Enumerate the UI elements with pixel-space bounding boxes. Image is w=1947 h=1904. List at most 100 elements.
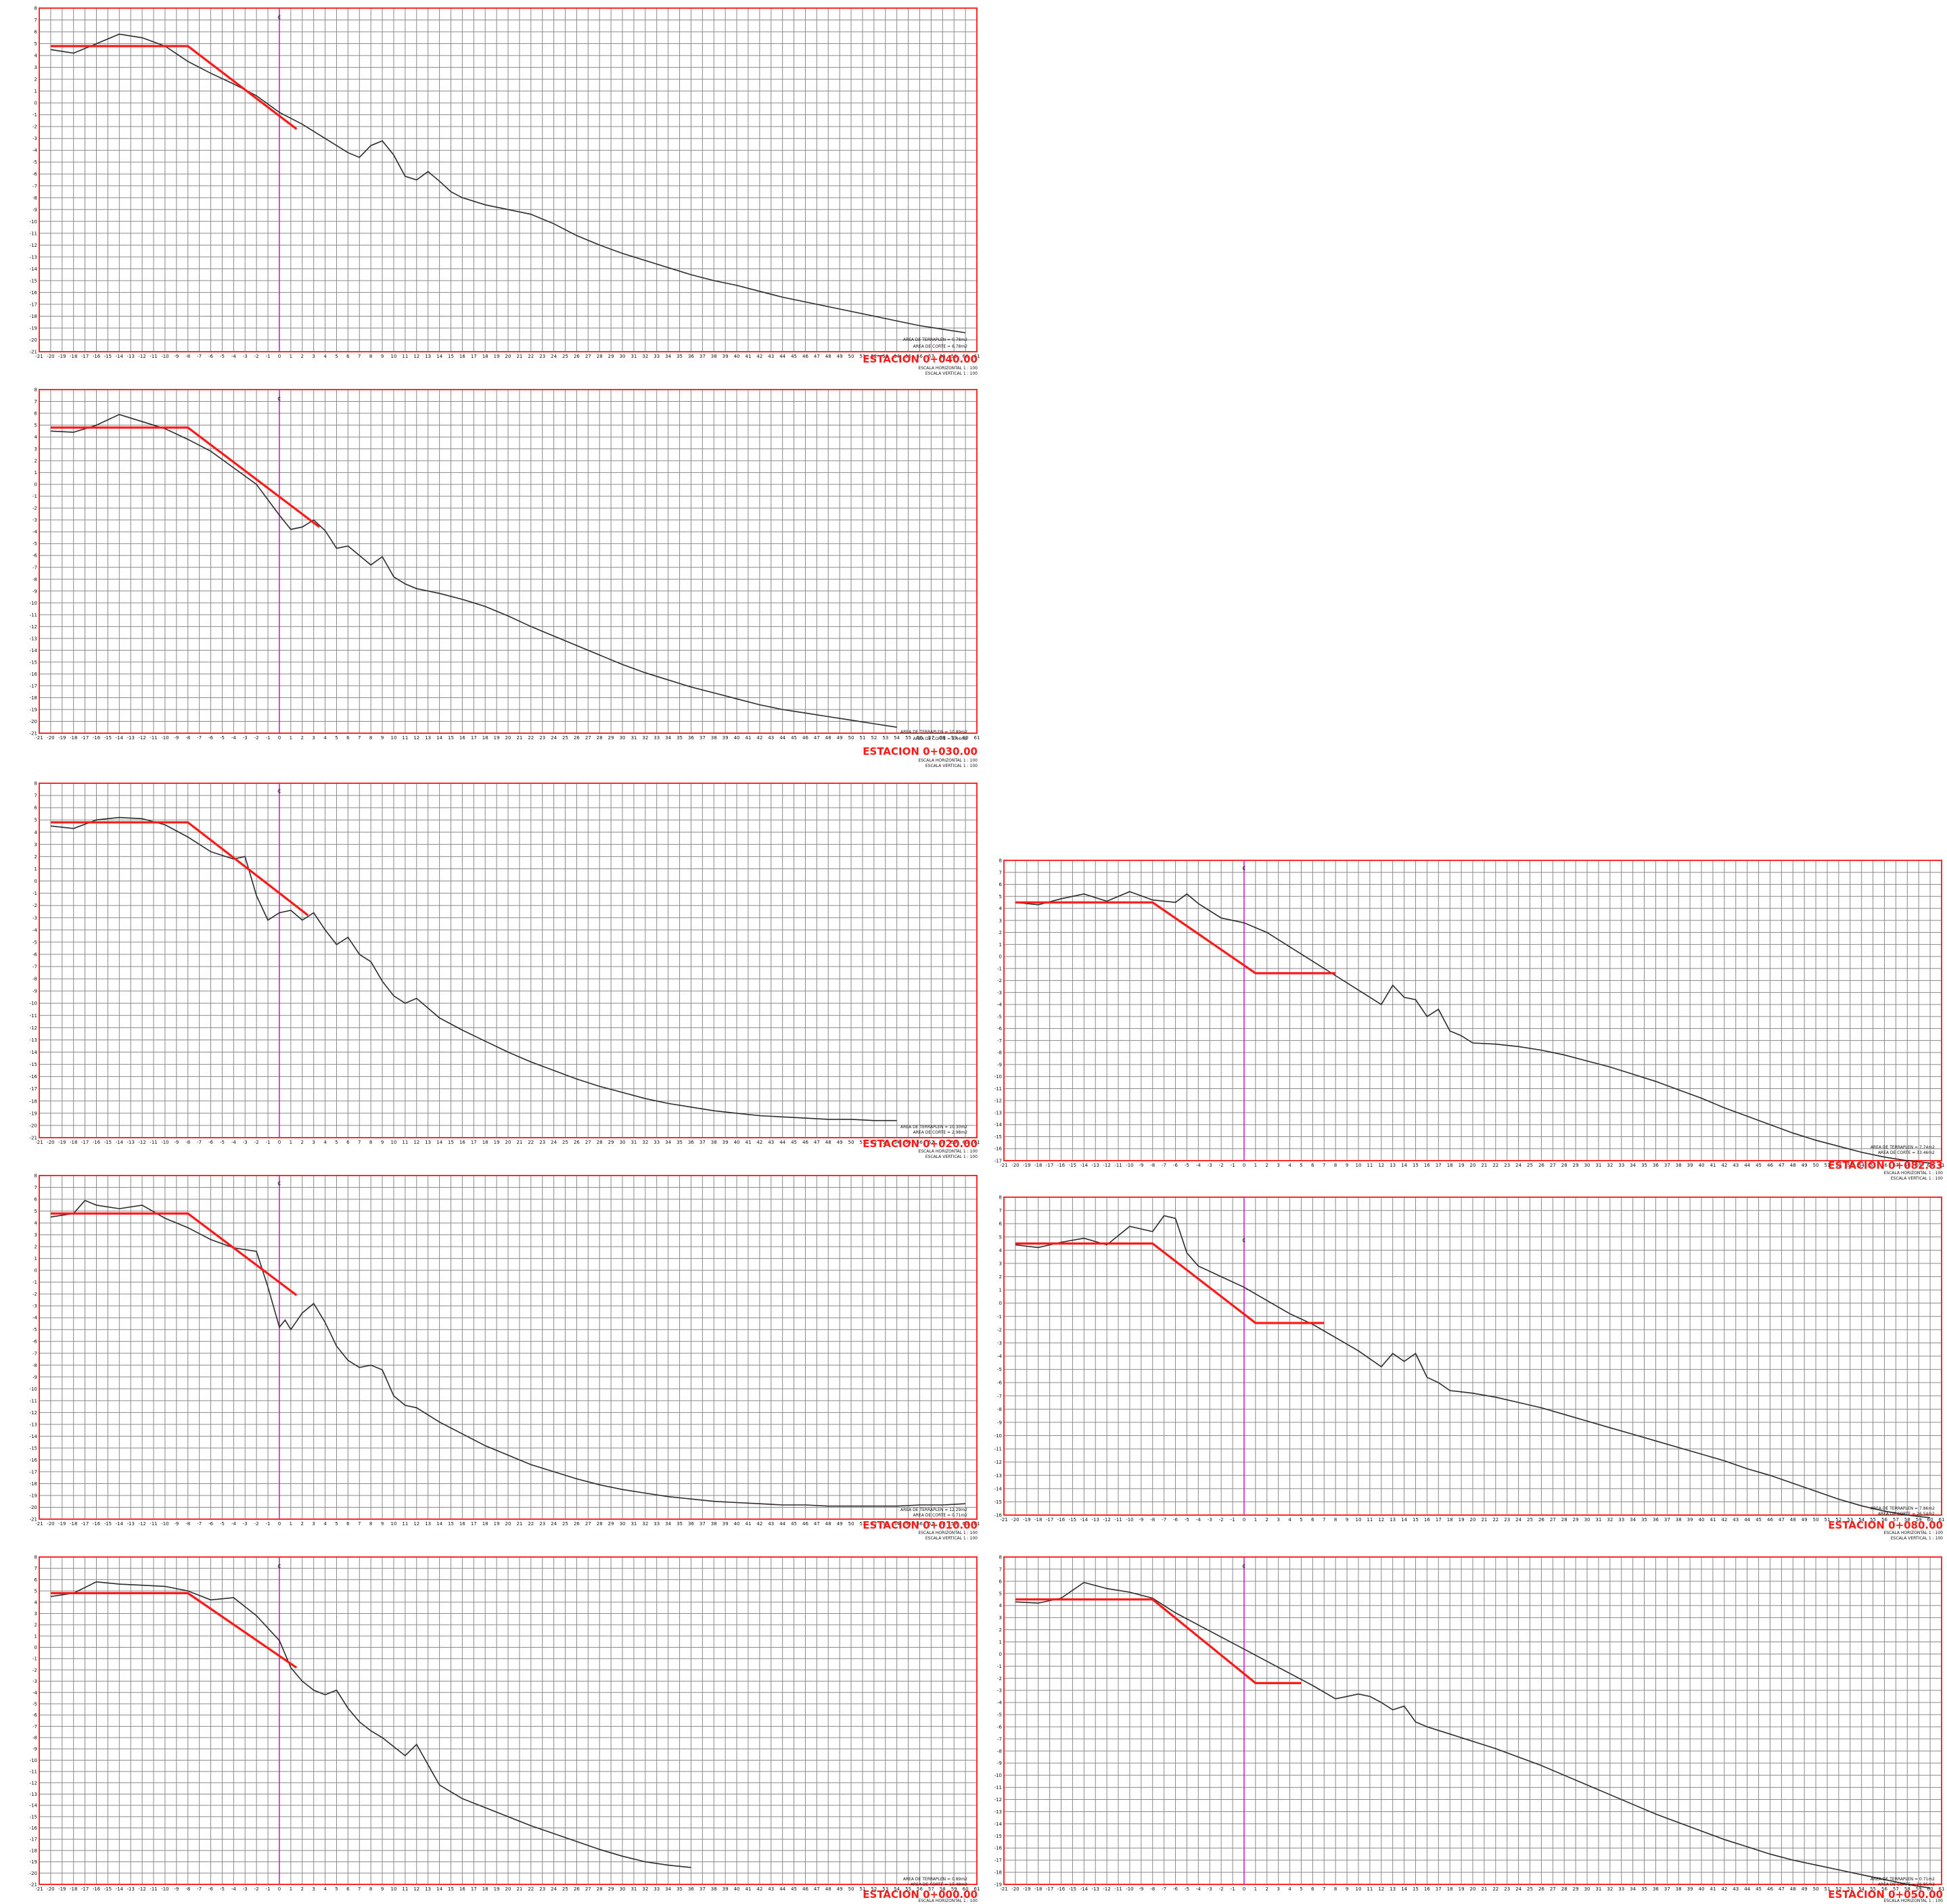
x-tick-label: 55 (1870, 1886, 1876, 1892)
x-tick-label: 56 (1881, 1517, 1887, 1523)
x-tick-label: -7 (1162, 1517, 1166, 1523)
x-tick-label: 2 (301, 354, 304, 359)
y-tick-label: -9 (32, 1374, 37, 1380)
x-tick-label: 55 (905, 1140, 911, 1145)
centerline-label: ¢ (1242, 1237, 1246, 1244)
x-tick-label: -12 (138, 1140, 145, 1145)
x-tick-label: 7 (358, 1886, 361, 1892)
x-tick-label: 11 (1367, 1886, 1373, 1892)
x-tick-label: -7 (197, 735, 202, 741)
x-tick-label: 1 (290, 1886, 292, 1892)
y-tick-label: -7 (32, 565, 37, 570)
x-tick-label: 30 (1584, 1886, 1590, 1892)
x-tick-label: 52 (1835, 1517, 1841, 1523)
x-tick-label: 35 (677, 735, 683, 741)
y-tick-label: -10 (30, 1001, 37, 1006)
y-tick-label: -18 (30, 695, 37, 701)
y-tick-label: -10 (30, 1758, 37, 1763)
x-tick-label: -10 (1126, 1163, 1133, 1168)
x-tick-label: 9 (381, 735, 384, 741)
x-tick-label: 7 (358, 354, 361, 359)
x-tick-label: 44 (779, 1140, 785, 1145)
scale-vertical: ESCALA VERTICAL 1 : 100 (925, 371, 978, 376)
x-tick-label: 34 (665, 735, 671, 741)
x-tick-label: 56 (1881, 1163, 1887, 1168)
x-tick-label: 1 (1254, 1163, 1257, 1168)
x-tick-label: 2 (301, 1521, 304, 1527)
x-tick-label: 11 (1367, 1517, 1373, 1523)
x-tick-label: 42 (756, 1140, 762, 1145)
x-tick-label: -7 (1162, 1886, 1166, 1892)
y-tick-label: -5 (997, 1713, 1002, 1718)
x-tick-label: -12 (138, 354, 145, 359)
y-tick-label: -5 (32, 541, 37, 547)
x-tick-label: 15 (1413, 1886, 1419, 1892)
x-tick-label: 59 (1916, 1886, 1922, 1892)
x-tick-label: 40 (734, 735, 740, 741)
x-tick-label: 53 (1847, 1517, 1853, 1523)
x-tick-label: 58 (940, 1521, 946, 1527)
x-tick-label: 42 (1721, 1517, 1727, 1523)
x-tick-label: -20 (47, 1140, 54, 1145)
area-fill-label: AREA DE TERRAPLEN = 10.89m2 (900, 730, 967, 735)
x-tick-label: 23 (1504, 1517, 1510, 1523)
x-tick-label: 20 (1470, 1886, 1476, 1892)
y-tick-label: 0 (35, 482, 37, 488)
x-tick-label: 21 (516, 354, 522, 359)
x-tick-label: 32 (642, 354, 648, 359)
x-tick-label: 45 (791, 1140, 797, 1145)
x-tick-label: 41 (1710, 1886, 1716, 1892)
y-tick-label: -5 (997, 1367, 1002, 1372)
x-tick-label: 39 (723, 735, 729, 741)
x-tick-label: 60 (963, 1886, 969, 1892)
x-tick-label: 45 (1756, 1163, 1762, 1168)
x-tick-label: 18 (482, 735, 488, 741)
x-tick-label: 18 (482, 1140, 488, 1145)
x-tick-label: 61 (974, 1140, 980, 1145)
x-tick-label: 43 (1733, 1517, 1739, 1523)
y-tick-label: 4 (999, 906, 1003, 912)
x-tick-label: -5 (220, 1521, 225, 1527)
x-tick-label: 46 (1767, 1517, 1773, 1523)
x-tick-label: 31 (1595, 1163, 1601, 1168)
x-tick-label: 24 (551, 1886, 557, 1892)
y-tick-label: -2 (32, 506, 37, 511)
y-tick-label: -9 (32, 207, 37, 212)
y-tick-label: 7 (35, 1185, 37, 1190)
area-fill-label: AREA DE TERRAPLEN = 0.71m2 (1871, 1877, 1935, 1882)
panel-frame (39, 1175, 978, 1520)
x-tick-label: 32 (642, 1886, 648, 1892)
y-tick-label: -19 (30, 325, 37, 331)
x-tick-label: 22 (1492, 1517, 1498, 1523)
x-tick-label: -13 (127, 735, 135, 741)
x-tick-label: 25 (562, 1886, 568, 1892)
x-tick-label: 48 (825, 354, 831, 359)
x-tick-label: -4 (231, 735, 237, 741)
x-tick-label: -7 (197, 1886, 202, 1892)
x-tick-label: -17 (1046, 1163, 1053, 1168)
y-tick-label: -17 (30, 1469, 37, 1475)
x-tick-label: 43 (1733, 1163, 1739, 1168)
x-tick-label: 58 (1904, 1517, 1910, 1523)
y-tick-label: -20 (30, 719, 37, 724)
y-tick-label: -2 (32, 903, 37, 908)
x-tick-label: -13 (127, 1140, 135, 1145)
x-tick-label: 29 (608, 735, 614, 741)
x-tick-label: 57 (1893, 1517, 1899, 1523)
x-tick-label: 36 (688, 1886, 694, 1892)
x-tick-label: 8 (369, 1140, 372, 1145)
scale-vertical: ESCALA VERTICAL 1 : 100 (1891, 1536, 1943, 1541)
x-tick-label: 5 (335, 1140, 338, 1145)
x-tick-label: -11 (150, 1140, 157, 1145)
x-tick-label: 46 (802, 354, 808, 359)
x-tick-label: -15 (1069, 1163, 1076, 1168)
x-tick-label: -10 (161, 735, 168, 741)
y-tick-label: 2 (35, 77, 37, 83)
x-tick-label: 6 (346, 1521, 350, 1527)
x-tick-label: 51 (860, 1886, 866, 1892)
x-tick-label: -10 (1126, 1886, 1133, 1892)
y-tick-label: -5 (32, 160, 37, 165)
y-tick-label: -5 (32, 1327, 37, 1332)
x-tick-label: 49 (837, 1140, 843, 1145)
x-tick-label: -13 (127, 354, 135, 359)
